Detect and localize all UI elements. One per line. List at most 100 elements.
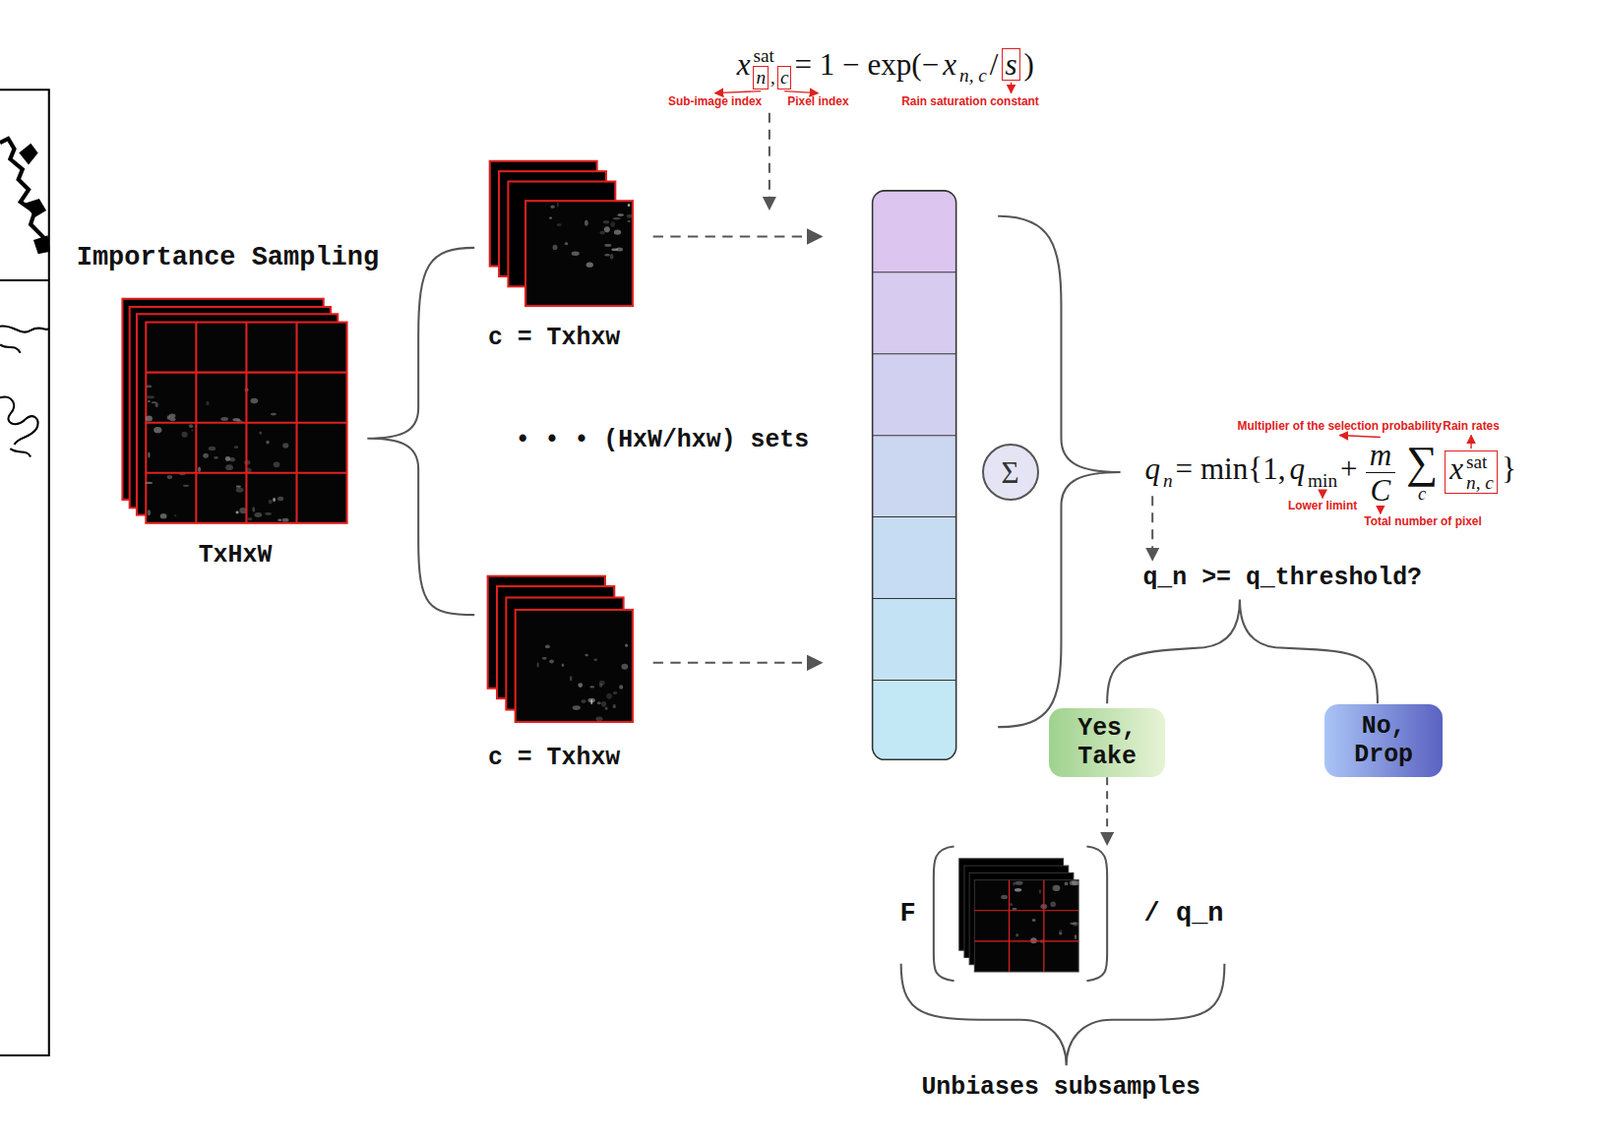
annotation: Lower limint xyxy=(1288,499,1357,513)
illustration-part xyxy=(1049,901,1056,908)
illustration-part xyxy=(282,442,289,448)
illustration-part xyxy=(901,964,1226,1067)
formula-symbol: = min{1, xyxy=(1175,453,1287,485)
stack-label: c = Txhxw xyxy=(488,743,620,773)
illustration-part xyxy=(1011,908,1017,911)
illustration-part xyxy=(208,446,216,451)
formula-symbol: m xyxy=(1365,439,1396,474)
illustration-part xyxy=(258,430,262,434)
formula-symbol: } xyxy=(1501,453,1517,485)
illustration-part xyxy=(586,261,594,267)
formula-symbol: / xyxy=(989,49,999,80)
leader-line xyxy=(1379,507,1381,515)
decision-label: Yes, Take xyxy=(1056,714,1158,771)
map-fragment xyxy=(0,89,50,1056)
score-bar-outline xyxy=(872,190,957,760)
leader-line xyxy=(715,91,762,94)
illustration-part xyxy=(1072,922,1079,927)
annotation: Multiplier of the selection probability xyxy=(1237,420,1443,433)
leader-line xyxy=(784,91,818,94)
illustration-part xyxy=(1052,885,1061,892)
illustration-part xyxy=(167,475,174,480)
illustration-part xyxy=(1086,846,1108,982)
illustration-part xyxy=(145,322,347,524)
flow-arrow xyxy=(1151,495,1154,560)
illustration-part xyxy=(26,199,46,217)
illustration-part xyxy=(572,705,581,711)
illustration-part xyxy=(593,659,598,663)
illustration-part xyxy=(515,610,633,723)
illustration-part xyxy=(181,431,187,438)
illustration-part xyxy=(277,519,282,522)
illustration-part xyxy=(174,514,177,518)
illustration-part xyxy=(571,251,580,256)
illustration-part xyxy=(1064,882,1069,887)
illustration-part xyxy=(169,417,176,422)
illustration-part xyxy=(933,846,955,982)
sum-symbol: Σ xyxy=(1001,457,1020,489)
illustration-part xyxy=(653,235,822,238)
illustration-part xyxy=(589,685,595,688)
illustration-part xyxy=(1058,931,1062,935)
flow-arrows xyxy=(769,113,1153,561)
annotation: Sub-image index xyxy=(668,95,762,109)
illustration-part xyxy=(616,213,624,217)
formula-symbol: q xyxy=(1144,453,1161,485)
illustration-part xyxy=(1071,880,1080,886)
illustration-part xyxy=(1032,919,1037,923)
illustration-part xyxy=(974,880,1079,973)
illustration-part xyxy=(0,138,48,249)
grid-lines xyxy=(145,322,1079,973)
illustration-part xyxy=(613,691,617,696)
illustration-part xyxy=(584,654,588,658)
illustration-part xyxy=(246,517,252,521)
text-label: Importance Sampling xyxy=(76,243,379,274)
illustration-part xyxy=(273,461,281,468)
illustration-part xyxy=(525,200,633,307)
illustration-part xyxy=(599,680,606,686)
illustration-part xyxy=(603,220,611,224)
formula-symbol: C xyxy=(1369,473,1391,506)
illustration-part xyxy=(569,676,573,682)
illustration-part xyxy=(580,699,586,704)
illustration-part xyxy=(145,415,153,422)
illustration-part xyxy=(1014,881,1023,886)
illustration-part xyxy=(542,657,548,661)
illustration-part xyxy=(615,247,623,252)
illustration-part xyxy=(627,220,631,223)
sub-image-stack: c = Txhxw xyxy=(467,158,641,353)
illustration-part xyxy=(367,247,475,616)
leader-line xyxy=(1339,435,1380,438)
illustration-part xyxy=(624,643,628,647)
illustration-part xyxy=(599,231,605,236)
illustration-part xyxy=(1039,889,1042,895)
illustration-part xyxy=(1014,888,1022,892)
illustration-part xyxy=(872,272,957,355)
illustration-part xyxy=(614,229,621,235)
illustration-part xyxy=(20,144,38,164)
subscript-row: n, c xyxy=(1465,472,1495,493)
formula-term: / q_n xyxy=(1144,899,1225,930)
illustration-part xyxy=(147,400,151,403)
illustration-part xyxy=(551,205,555,210)
illustration-part xyxy=(0,344,21,353)
input-stack xyxy=(122,299,347,524)
illustration-part xyxy=(213,456,219,460)
flow-arrow xyxy=(768,113,771,210)
braces xyxy=(367,216,1378,1067)
annotation: Rain rates xyxy=(1442,420,1500,433)
score-bar xyxy=(872,190,957,760)
formula-term: F xyxy=(899,899,916,930)
stack-label: c = Txhxw xyxy=(488,323,620,353)
subscript-row: n,c xyxy=(751,65,793,89)
decision-label: No, Drop xyxy=(1332,712,1435,769)
illustration-part xyxy=(564,242,569,246)
illustration-part xyxy=(872,354,957,436)
illustration-part xyxy=(605,707,609,711)
illustration-part xyxy=(1107,600,1378,705)
illustration-part xyxy=(236,487,245,493)
illustration-part xyxy=(160,513,168,519)
illustration-part xyxy=(272,497,276,502)
illustration-part xyxy=(553,245,558,250)
saturation-formula: xsatn,c= 1 − exp(−xn, c/s) xyxy=(735,45,1037,89)
